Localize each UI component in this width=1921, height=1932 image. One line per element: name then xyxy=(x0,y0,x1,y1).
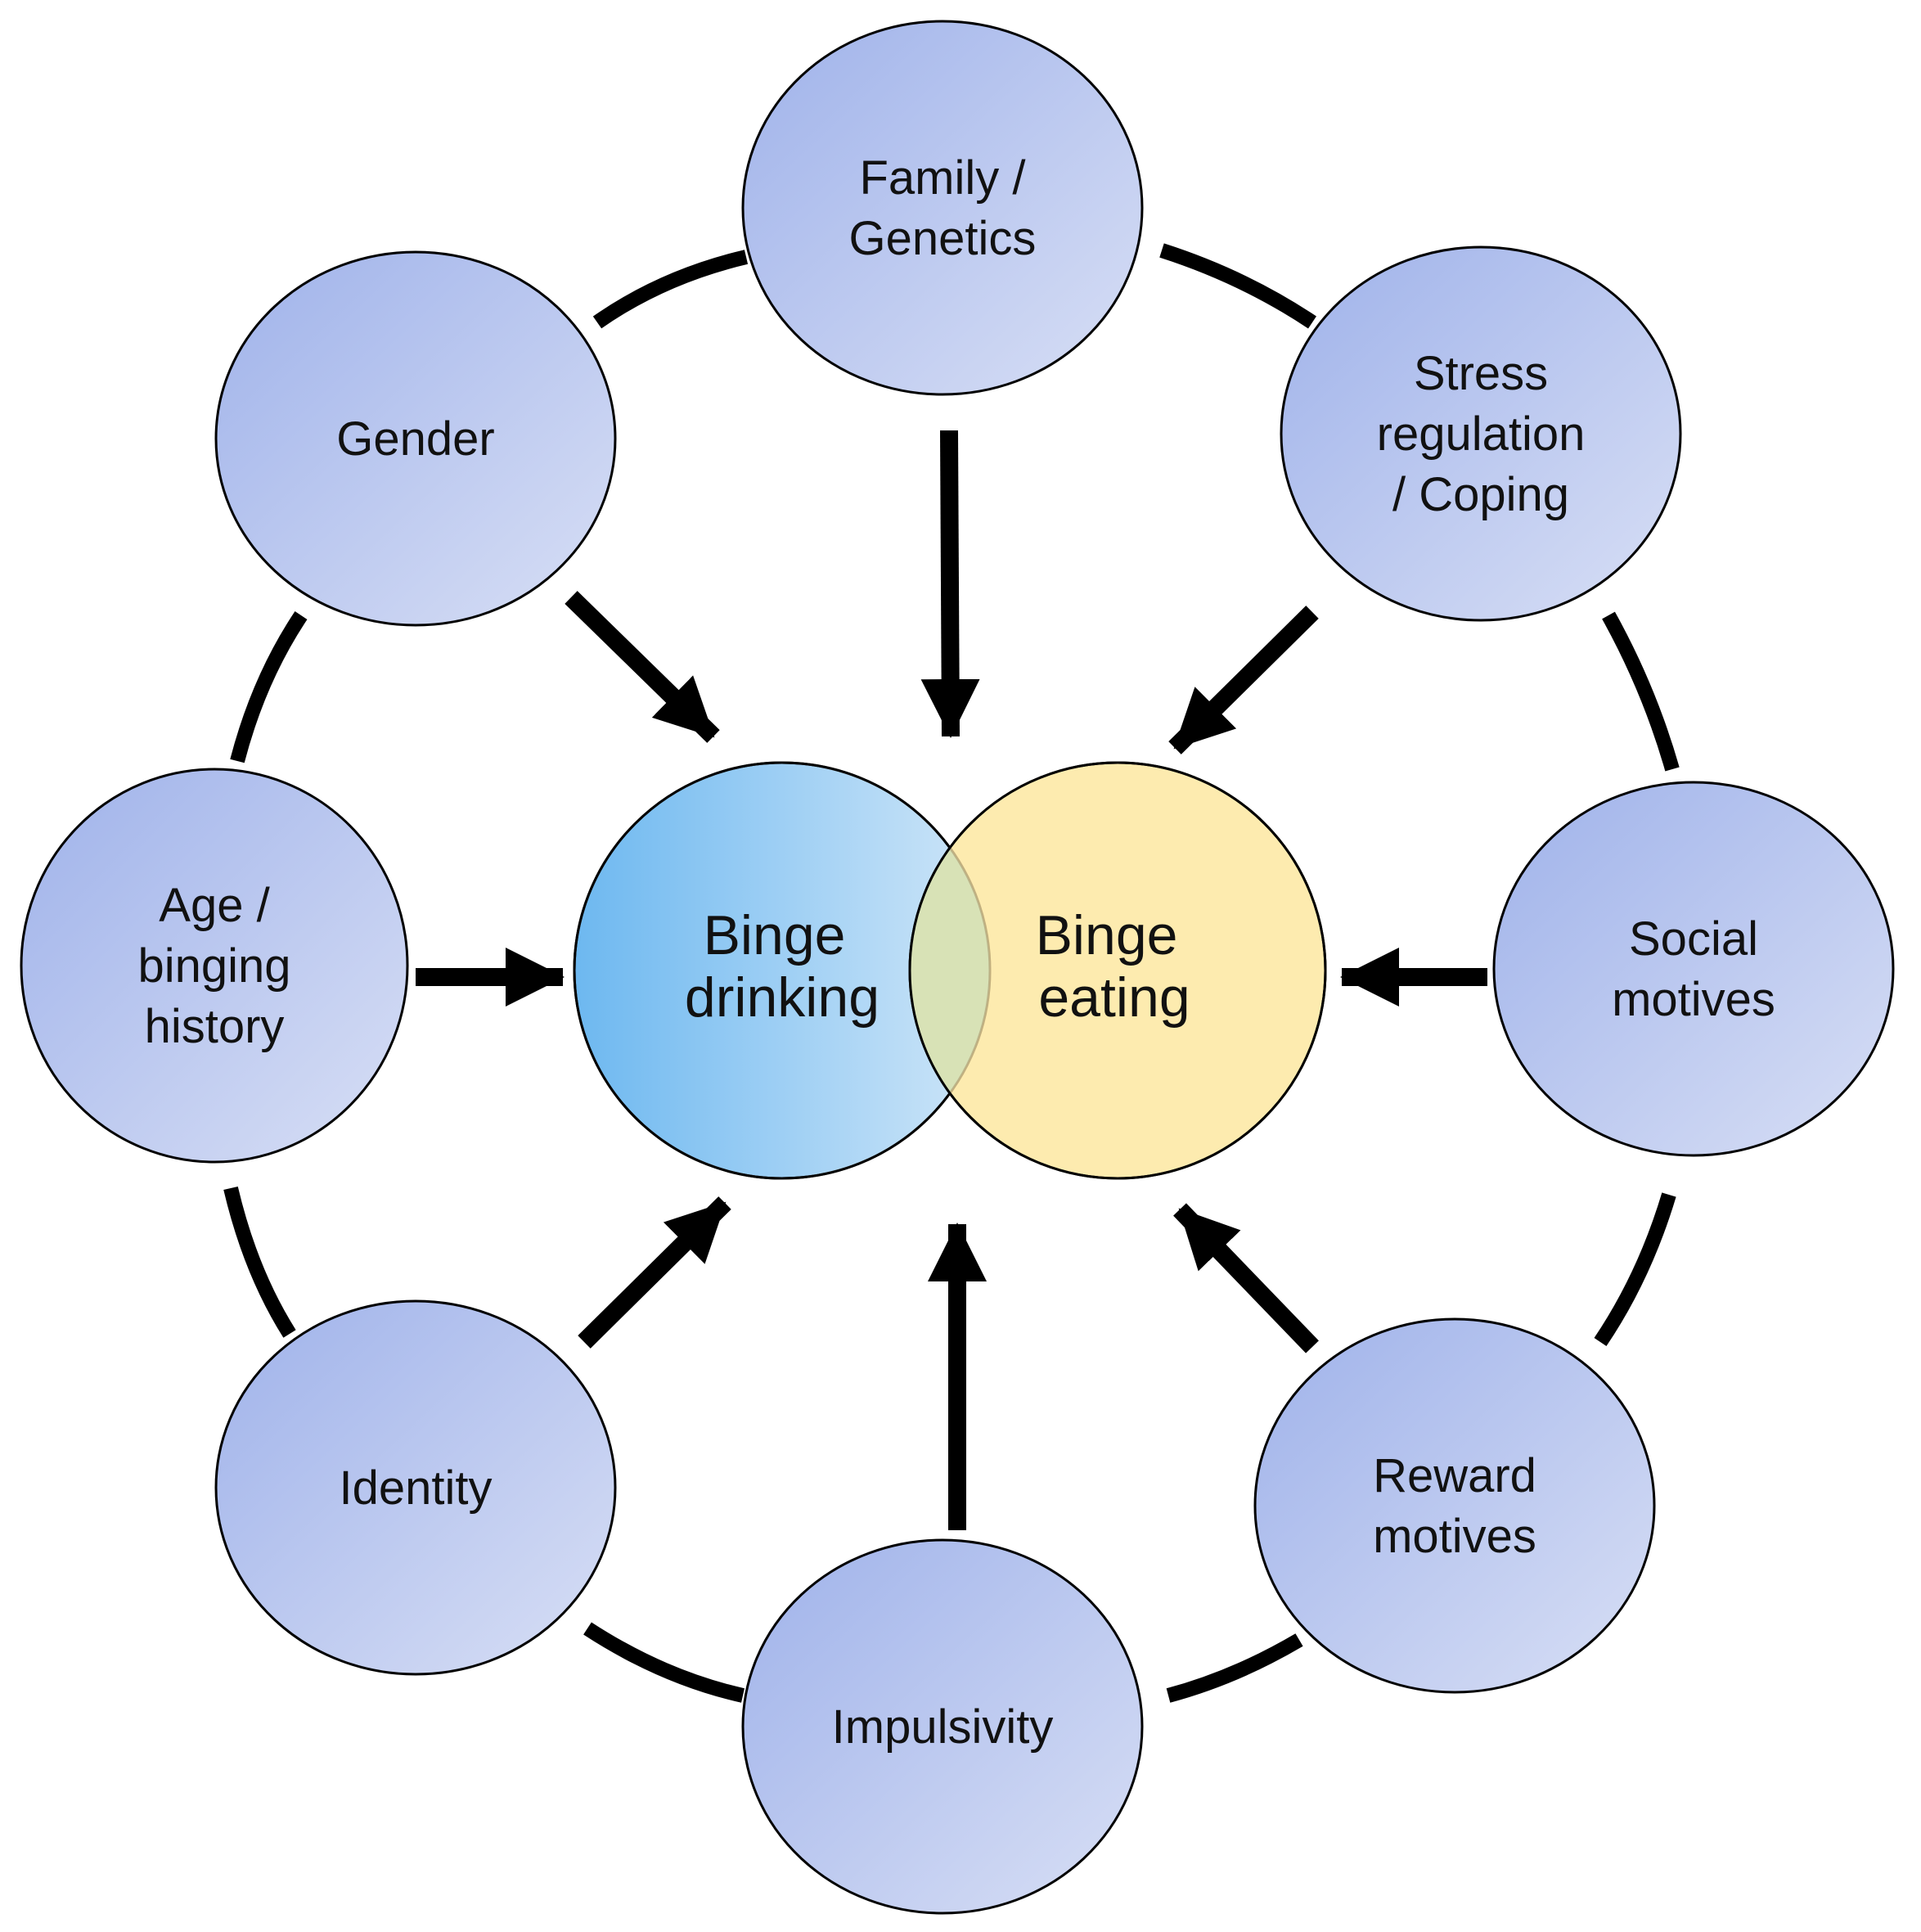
factor-circle-stress-regulation-coping xyxy=(1280,245,1682,622)
binge-drinking-label: Binge drinking xyxy=(685,904,880,1029)
ring-arc-impulsivity-identity xyxy=(583,1622,745,1703)
factor-identity: Identity xyxy=(214,1299,617,1676)
ring-arc-social-reward xyxy=(1594,1192,1676,1347)
binge-eating-label-line-1: Binge xyxy=(1036,904,1178,966)
factor-label-line: motives xyxy=(1373,1510,1536,1563)
factor-circle-gender xyxy=(214,250,617,627)
factor-circle-social-motives xyxy=(1492,781,1895,1157)
factor-label-line: Impulsivity xyxy=(832,1700,1054,1754)
factor-circle-impulsivity xyxy=(741,1538,1144,1915)
ring-arc-gender-family xyxy=(592,250,749,329)
factor-label-line: Age / xyxy=(159,879,270,932)
factor-circle-family-genetics xyxy=(741,20,1144,396)
factor-label-identity: Identity xyxy=(340,1461,493,1515)
factor-label-line: Identity xyxy=(340,1461,493,1515)
factor-label-line: history xyxy=(145,1000,285,1053)
factor-label-impulsivity: Impulsivity xyxy=(832,1700,1054,1754)
arrow-identity-to-drinking xyxy=(578,1196,731,1349)
factor-label-age-binging-history: Age / binging history xyxy=(137,879,290,1053)
binge-drinking-label-line-2: drinking xyxy=(685,966,880,1029)
ring-arc-reward-impulsivity xyxy=(1166,1633,1303,1703)
factor-label-line: regulation xyxy=(1377,408,1586,461)
factor-label-line: Social xyxy=(1629,912,1758,966)
factor-label-line: / Coping xyxy=(1392,468,1569,521)
binge-eating-label-line-2: eating xyxy=(1038,966,1190,1029)
factor-label-social-motives: Social motives xyxy=(1612,912,1775,1026)
ring-arc-age-gender xyxy=(230,611,308,763)
ring-arc-stress-social xyxy=(1602,611,1680,772)
venn-overlap xyxy=(910,848,990,1093)
factor-label-family-genetics: Family / Genetics xyxy=(849,151,1037,265)
arrow-reward-to-eating xyxy=(1173,1203,1319,1353)
factor-label-stress-regulation-coping: Stress regulation / Coping xyxy=(1377,347,1586,521)
binge-drinking-outer-outline xyxy=(573,761,952,1180)
factor-label-line: Family / xyxy=(860,151,1027,205)
arrow-gender-to-drinking xyxy=(565,591,720,743)
ring-arc-identity-age xyxy=(223,1186,296,1338)
factor-circle-identity xyxy=(214,1299,617,1676)
factor-label-line: binging xyxy=(137,939,290,993)
arrow-family-to-center xyxy=(920,430,980,738)
binge-eating-label: Binge eating xyxy=(1036,904,1194,1029)
factor-label-line: motives xyxy=(1612,973,1775,1026)
factor-label-line: Genetics xyxy=(849,212,1037,265)
binge-eating-outline xyxy=(908,761,1327,1180)
arrow-stress-to-eating xyxy=(1168,606,1319,754)
center-venn: Binge drinking Binge eating xyxy=(573,761,1327,1180)
factor-circle-reward-motives xyxy=(1253,1317,1656,1694)
factor-label-line: Reward xyxy=(1373,1449,1536,1502)
factor-gender: Gender xyxy=(214,250,617,627)
ring-arc-family-stress xyxy=(1159,243,1316,329)
influence-arrows xyxy=(416,430,1487,1530)
factor-label-line: Stress xyxy=(1414,347,1548,400)
factor-circle-age-binging-history xyxy=(20,768,409,1164)
ring-connectors xyxy=(223,243,1680,1703)
factor-reward-motives: Reward motives xyxy=(1253,1317,1656,1694)
factor-age-binging-history: Age / binging history xyxy=(20,768,409,1164)
factor-label-line: Gender xyxy=(336,412,494,466)
factor-social-motives: Social motives xyxy=(1492,781,1895,1157)
factor-family-genetics: Family / Genetics xyxy=(741,20,1144,396)
factor-impulsivity: Impulsivity xyxy=(741,1538,1144,1915)
factor-stress-regulation-coping: Stress regulation / Coping xyxy=(1280,245,1682,622)
factor-label-gender: Gender xyxy=(336,412,494,466)
factor-label-reward-motives: Reward motives xyxy=(1373,1449,1536,1563)
binge-drinking-label-line-1: Binge xyxy=(704,904,846,966)
